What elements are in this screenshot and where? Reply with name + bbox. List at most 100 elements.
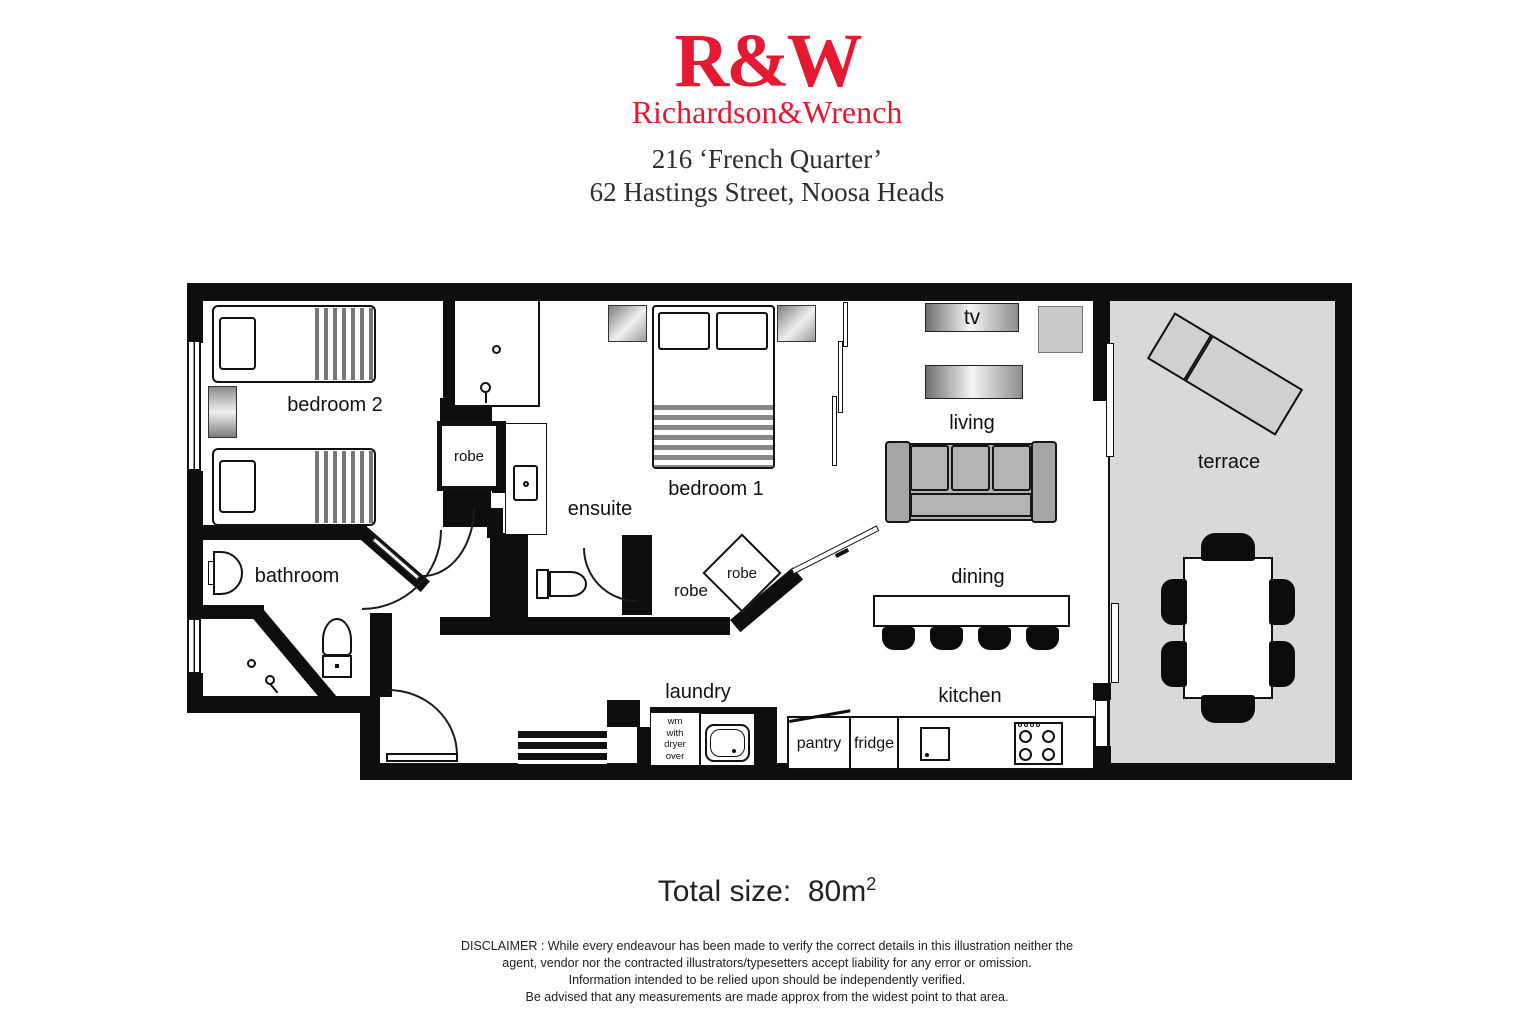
wall-terrace-bottom: [1093, 746, 1111, 765]
disclaimer-line: DISCLAIMER : While every endeavour has b…: [460, 939, 1074, 953]
door-arc-entry: [388, 689, 458, 755]
nightstand: [208, 386, 237, 438]
room-label-kitchen: kitchen: [938, 685, 1002, 707]
outdoor-chair: [1161, 579, 1187, 625]
burner: [1019, 748, 1032, 761]
wall-left: [187, 471, 203, 618]
wall-bottom: [380, 763, 1352, 780]
wall-wc-left: [490, 533, 528, 621]
label-robe-hall: robe: [453, 448, 485, 465]
wall-stairs-side: [607, 700, 640, 727]
cooktop-knob: [1030, 723, 1034, 727]
floor-plan: tv bedroom 2 bedroom 1 ensuite b: [187, 283, 1352, 780]
disclaimer-line: Information intended to be relied upon s…: [568, 972, 966, 987]
shower-tap-stem: [269, 683, 279, 694]
label-pantry: pantry: [796, 735, 842, 752]
room-label-dining: dining: [951, 566, 1005, 588]
cooktop-knob: [1024, 723, 1028, 727]
sliding-door-kitchen: [1095, 700, 1108, 747]
wm-line: over: [665, 750, 685, 762]
pillow: [716, 312, 768, 350]
total-size-label: Total size:: [657, 875, 792, 908]
outdoor-chair: [1161, 641, 1187, 687]
rw-logo: R&W: [674, 19, 862, 103]
outdoor-chair: [1201, 533, 1255, 561]
wm-line: with: [666, 727, 684, 739]
sliding-door-terrace: [1111, 603, 1119, 683]
sofa-seat: [910, 493, 1032, 517]
wall-laundry-right: [753, 707, 777, 763]
door-arc-wc: [583, 548, 637, 602]
sliding-door-terrace: [1106, 343, 1114, 457]
toilet-bowl: [322, 618, 352, 656]
wall-laundry-top: [650, 707, 753, 715]
outdoor-chair: [1269, 579, 1295, 625]
toilet-bowl: [549, 571, 587, 597]
room-label-bedroom1: bedroom 1: [668, 478, 764, 500]
side-table: [1038, 306, 1083, 353]
sofa-armrest: [1031, 441, 1057, 523]
divider-panel: [832, 396, 837, 466]
wall-bathroom-right: [370, 613, 392, 697]
wall-shower-top: [192, 605, 264, 619]
wall-left: [187, 283, 203, 343]
address-line-2: 62 Hastings Street, Noosa Heads: [589, 177, 945, 207]
shower: [455, 301, 540, 407]
label-robe-diamond: robe: [726, 565, 758, 582]
blanket: [315, 451, 373, 523]
door-arc-bathroom: [362, 530, 442, 610]
wm-line: dryer: [664, 739, 686, 750]
wall-bedroom2-right: [443, 301, 457, 423]
disclaimer-line: agent, vendor nor the contracted illustr…: [502, 955, 1032, 970]
wall-bottom-left: [187, 696, 379, 713]
pillow: [219, 317, 256, 370]
shower-tap: [480, 382, 491, 393]
room-label-laundry: laundry: [665, 681, 731, 703]
door-leaf-entry: [386, 753, 458, 762]
wall-entry-step: [360, 696, 380, 780]
divider-panel: [843, 302, 848, 347]
wall-top: [187, 283, 1352, 301]
total-size-sup: 2: [866, 874, 877, 894]
wall-bathroom-top: [187, 525, 367, 540]
sofa-cushion: [951, 445, 990, 491]
toilet-cistern: [536, 569, 549, 599]
total-size: Total size: 80m2: [0, 874, 1534, 909]
sofa-armrest: [885, 441, 911, 523]
burner: [1019, 730, 1032, 743]
stairs: [518, 731, 607, 764]
robe-closet: [437, 421, 501, 491]
blanket: [654, 405, 773, 467]
disclaimer: DISCLAIMER : While every endeavour has b…: [0, 938, 1534, 1006]
tub-drain: [732, 749, 736, 753]
wm-line: wm: [667, 716, 683, 727]
shower-drain: [492, 345, 501, 354]
divider-panel: [838, 341, 843, 413]
washing-machine: [650, 712, 700, 766]
shower-tap-stem: [485, 393, 487, 403]
pillow: [658, 312, 710, 350]
room-label-living: living: [949, 412, 995, 434]
window: [187, 340, 201, 471]
brand-name: Richardson&Wrench: [631, 94, 903, 130]
sofa-cushion: [910, 445, 949, 491]
cooktop-knob: [1036, 723, 1040, 727]
address-line-1: 216 ‘French Quarter’: [651, 144, 883, 174]
cooktop-knob: [1018, 723, 1022, 727]
nightstand: [777, 305, 816, 342]
sofa-cushion: [992, 445, 1031, 491]
outdoor-chair: [1269, 641, 1295, 687]
label-robe-plain: robe: [673, 581, 709, 600]
basin-drain: [523, 481, 529, 487]
bar-stool: [1026, 627, 1059, 650]
bar-stool: [930, 627, 963, 650]
bar-stool: [882, 627, 915, 650]
wall-mid-horizontal: [440, 617, 730, 635]
sink-bracket: [208, 561, 214, 585]
outdoor-table: [1183, 557, 1273, 699]
room-label-ensuite: ensuite: [567, 498, 633, 520]
room-label-terrace: terrace: [1197, 451, 1261, 473]
wall-terrace-top: [1093, 301, 1110, 401]
toilet-button: [335, 664, 339, 668]
